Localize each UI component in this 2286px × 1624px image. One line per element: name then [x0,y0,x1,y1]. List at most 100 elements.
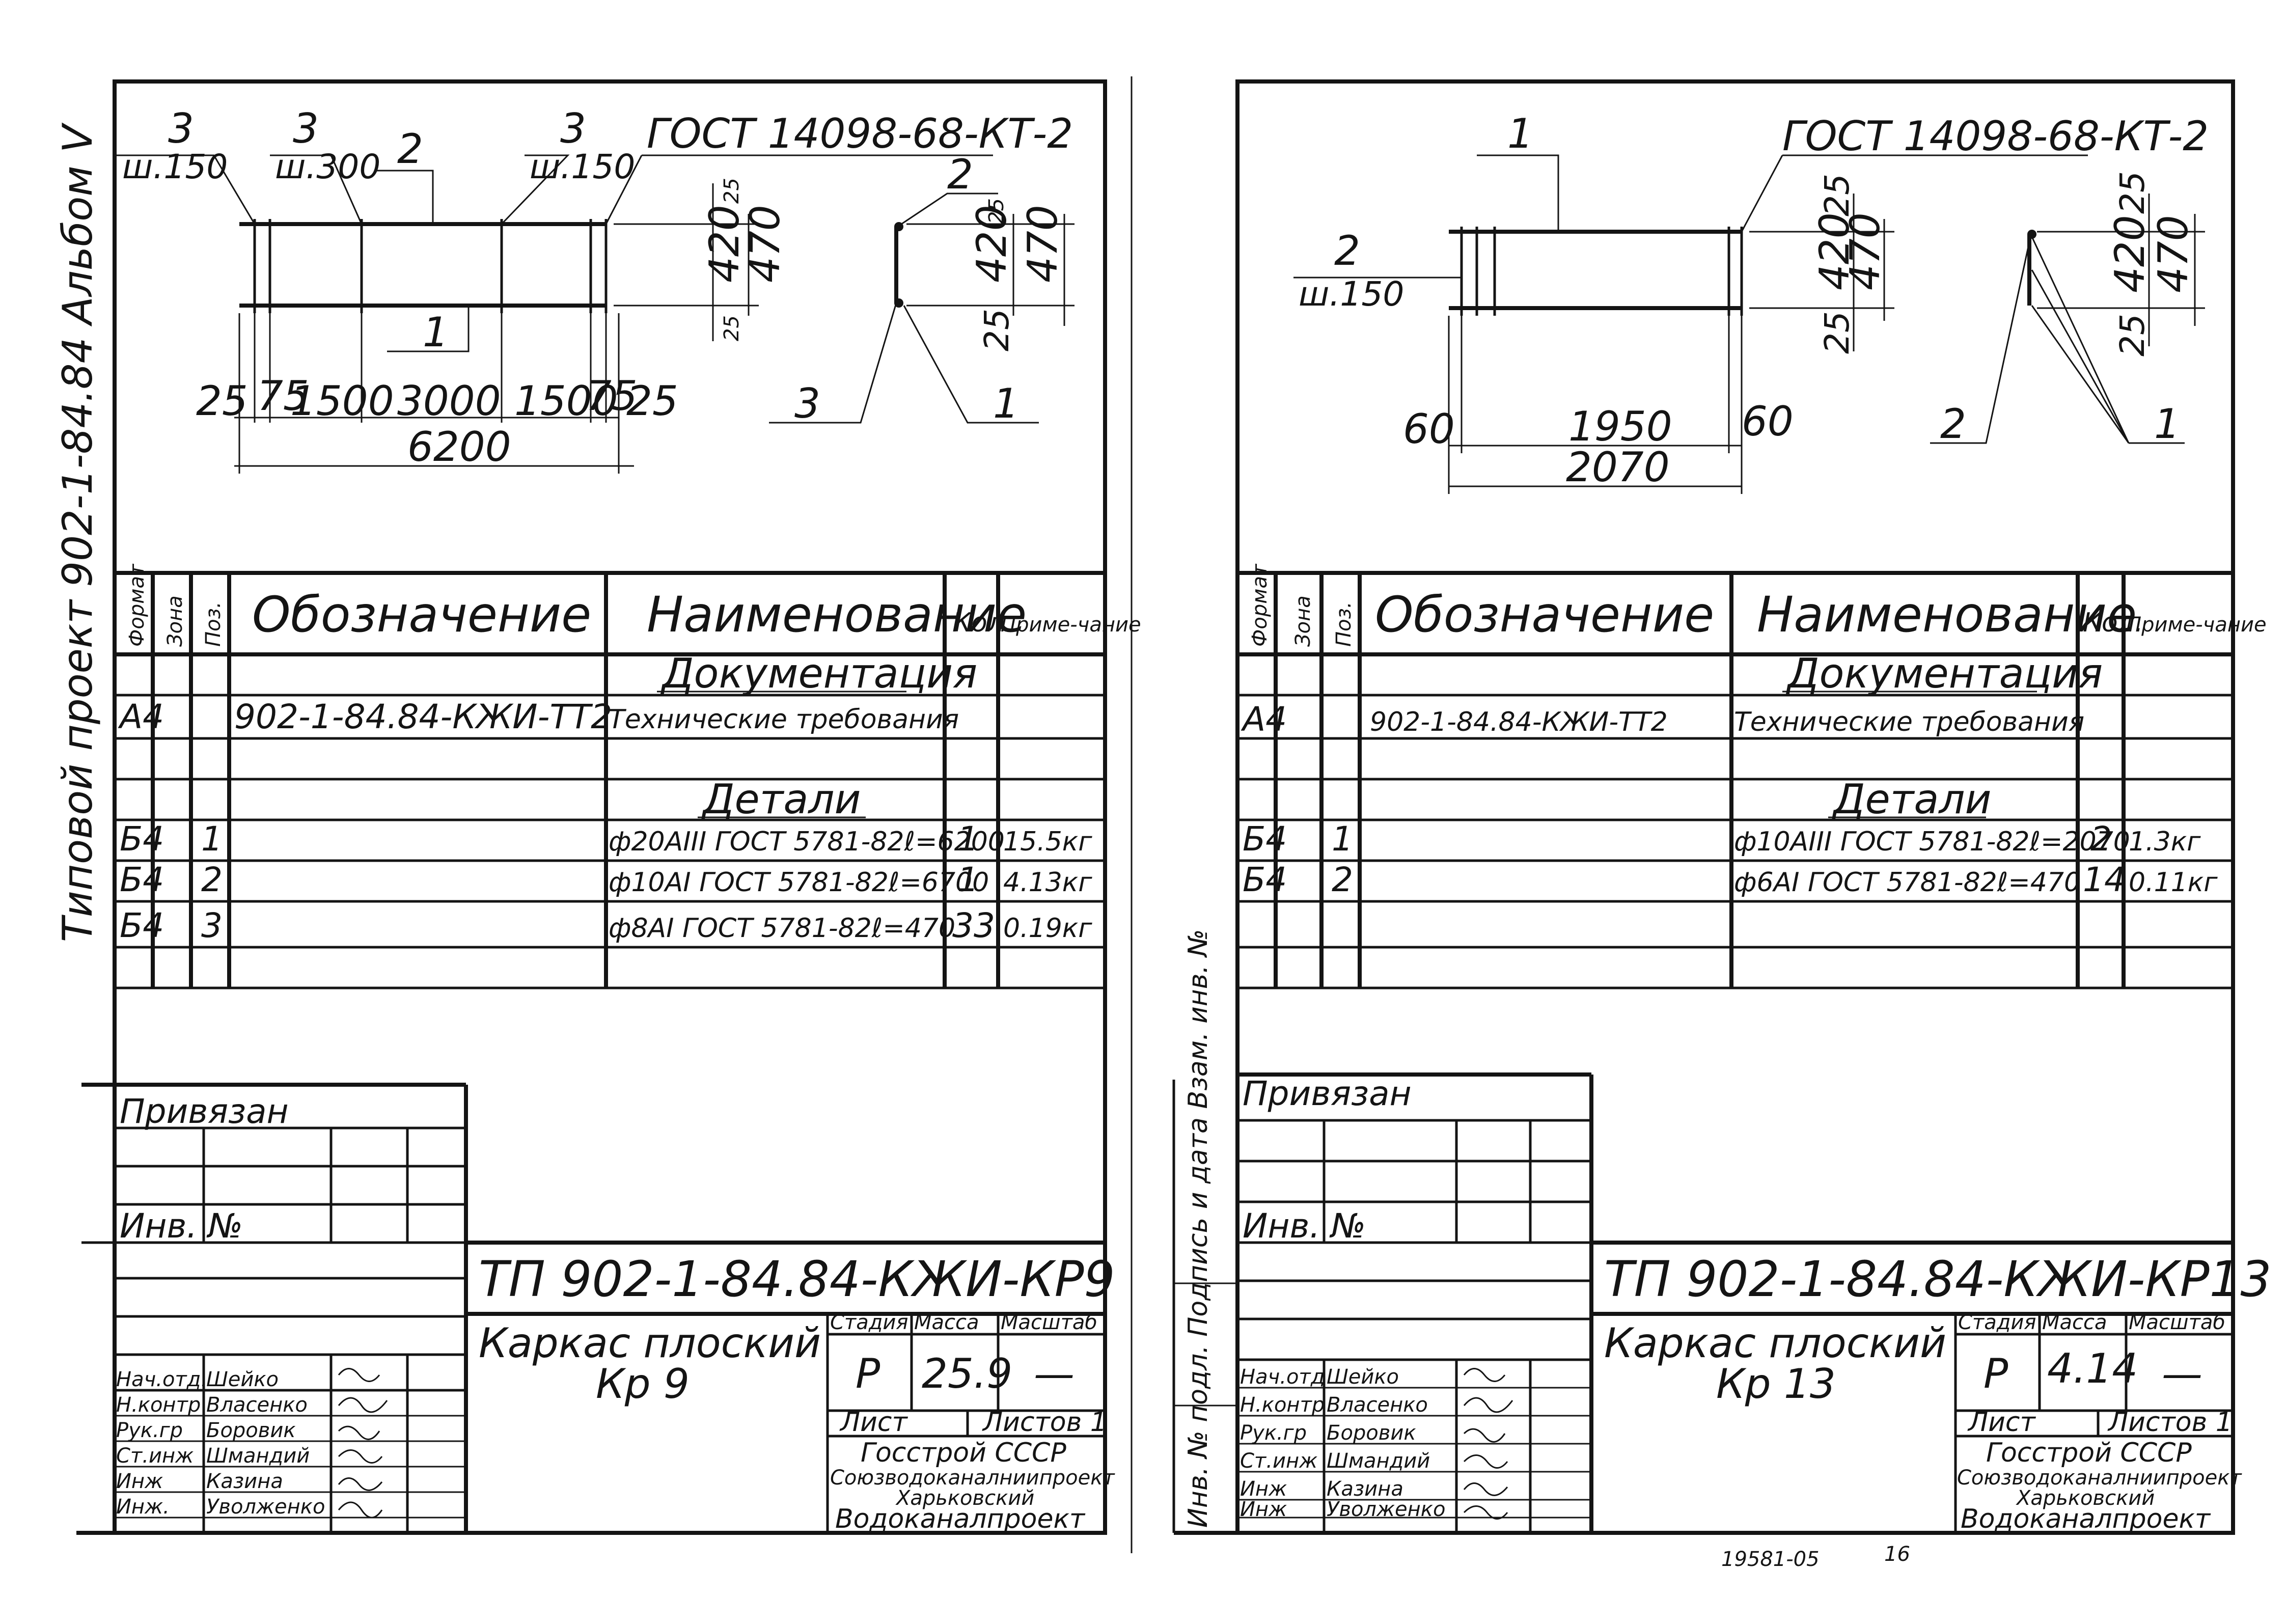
right-signer-2-name: Власенко [1327,1393,1428,1417]
right-part1-name: ф10АIII ГОСТ 5781-82ℓ=2070 [1734,827,2130,857]
left-pos-label-3c: 3 [560,105,586,152]
right-scale-value: — [2162,1350,2202,1397]
left-signer-2-role: Н.контр [116,1393,201,1417]
left-signer-5-role: Инж [116,1470,163,1493]
right-inv-label: Инв. № [1243,1206,1366,1246]
left-spec-table: Формат Зона Поз. Обозначение Наименовани… [115,563,1141,989]
right-header-qty: Кол. [2083,608,2143,638]
left-section-label-3: 3 [794,380,820,427]
left-stage-value: Р [856,1350,880,1397]
left-signature-3 [338,1425,380,1440]
right-object-name-1: Каркас плоский [1604,1319,1946,1367]
left-header-designation: Обозначение [252,586,591,643]
left-privyazan-label: Привязан [120,1092,289,1131]
right-doc-row-designation: 902-1-84.84-КЖИ-ТТ2 [1370,707,1668,737]
left-object-name-2: Кр 9 [596,1360,690,1408]
left-header-note: Приме-чание [1001,613,1141,637]
left-dim-1500b: 1500 [514,377,618,425]
left-part3-qty: 33 [952,906,995,945]
left-side-dim-470: 470 [741,205,789,283]
left-mass-label: Масса [914,1311,979,1334]
left-section-label-1: 1 [993,380,1019,427]
left-section-parts: Детали [701,776,861,823]
right-part1-qty: 2 [2090,819,2112,859]
left-margin-vertical-text: Типовой проект 902-1-84.84 Альбом V [54,122,101,942]
right-section-dim-25b: 25 [2113,314,2152,356]
right-pos-label-1: 1 [1507,110,1533,157]
right-part1-pos: 1 [1332,819,1353,859]
left-object-name-1: Каркас плоский [479,1319,821,1367]
right-stage-value: Р [1984,1350,2008,1397]
left-pos-label-1: 1 [423,309,449,356]
left-part3-format: Б4 [120,906,164,945]
right-part2-note: 0.11кг [2129,867,2218,898]
left-section-documentation: Документация [660,650,977,697]
left-part2-name: ф10АI ГОСТ 5781-82ℓ=6700 [609,867,989,898]
left-step-label-b: ш.300 [275,147,380,186]
left-scale-value: — [1034,1350,1075,1397]
left-part2-qty: 1 [957,860,979,899]
left-signer-1-name: Шейко [206,1368,279,1391]
right-part1-format: Б4 [1243,819,1287,859]
left-dim-25b: 25 [626,377,678,425]
left-section-label-2: 2 [947,151,973,198]
left-stage-label: Стадия [830,1311,908,1334]
left-section-dim-25a: 25 [985,198,1008,224]
right-signer-6-name: Уволженко [1327,1498,1445,1521]
right-object-name-2: Кр 13 [1716,1360,1836,1408]
right-signer-6-role: Инж [1240,1498,1287,1521]
right-doc-code: ТП 902-1-84.84-КЖИ-КР13 [1604,1251,2272,1308]
right-dim-1950: 1950 [1568,403,1672,450]
right-signer-4-role: Ст.инж [1240,1449,1317,1473]
right-sheets-label: Листов 1 [2107,1407,2233,1438]
right-part2-pos: 2 [1332,860,1353,899]
left-signature-1 [338,1368,380,1382]
right-part2-qty: 14 [2083,860,2126,899]
right-section-dim-420: 420 [2106,215,2154,293]
left-dim-total: 6200 [407,423,511,471]
left-part1-qty: 1 [957,819,979,859]
left-dim-75a: 75 [257,372,309,420]
right-header-note: Приме-чание [2126,613,2267,637]
right-signer-1-role: Нач.отд [1240,1365,1325,1389]
left-pos-label-3b: 3 [293,105,319,152]
right-signature-4 [1463,1454,1508,1469]
left-header-format: Формат [125,563,149,647]
left-section-dim-470: 470 [1019,205,1066,283]
right-signer-3-role: Рук.гр [1240,1421,1307,1445]
right-sheet-label: Лист [1967,1407,2036,1438]
left-signature-4 [338,1449,383,1464]
right-side-dim-25b: 25 [1817,311,1857,354]
right-org-line-2: Союзводоканалниипроект [1957,1466,2242,1490]
left-gost-label: ГОСТ 14098-68-КТ-2 [647,110,1073,157]
left-signature-5 [338,1477,383,1491]
left-scale-label: Масштаб [1001,1311,1097,1334]
left-header-pos: Поз. [202,601,225,647]
left-pos-label-2: 2 [397,125,423,173]
right-signer-2-role: Н.контр [1240,1393,1325,1417]
right-org-line-1: Госстрой СССР [1986,1438,2192,1468]
left-part1-pos: 1 [201,819,223,859]
left-org-line-2: Союзводоканалниипроект [830,1466,1115,1490]
right-scale-label: Масштаб [2129,1311,2225,1334]
left-header-name: Наименование [647,586,1027,643]
right-part1-note: 1.3кг [2129,827,2201,857]
left-mass-value: 25.9 [922,1350,1012,1397]
right-section-label-2: 2 [1940,400,1966,448]
footer-page-number: 16 [1884,1543,1910,1566]
right-dim-60a: 60 [1403,405,1455,453]
left-part1-format: Б4 [120,819,164,859]
right-section-parts: Детали [1832,776,1991,823]
right-side-dim-470: 470 [1841,212,1889,290]
left-org-line-1: Госстрой СССР [861,1438,1066,1468]
right-header-designation: Обозначение [1375,586,1714,643]
left-header-qty: Кол. [952,608,1013,638]
right-header-pos: Поз. [1332,601,1356,647]
left-signer-6-role: Инж. [116,1495,170,1519]
right-org-line-3: Харьковский [2016,1487,2155,1510]
left-signer-3-role: Рук.гр [116,1419,183,1442]
left-signer-5-name: Казина [206,1470,283,1493]
left-org-line-3: Харьковский [895,1487,1034,1510]
left-dim-25a: 25 [196,377,248,425]
